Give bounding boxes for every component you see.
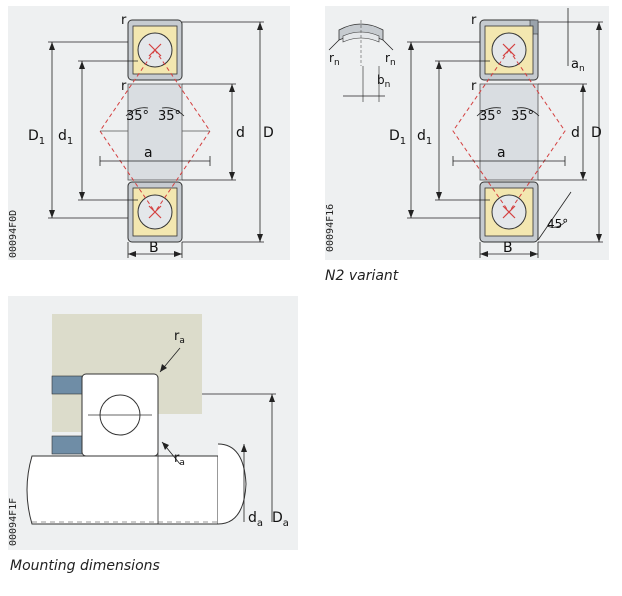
label-d: d <box>236 125 245 141</box>
figure-mounting-dimensions: ra ra da Da <box>8 296 298 550</box>
label-angle-left: 35° <box>479 109 502 124</box>
label-d: d <box>571 125 580 141</box>
label-bn: bn <box>377 73 390 90</box>
inner-ring-bore <box>479 83 539 181</box>
figure2-caption: N2 variant <box>325 268 399 284</box>
shaft <box>26 455 219 525</box>
label-B: B <box>503 240 513 256</box>
label-a: a <box>497 145 506 161</box>
label-r-top: r <box>471 13 477 28</box>
label-an: an <box>571 57 585 74</box>
mounting-drawing: ra ra da Da <box>26 314 289 529</box>
contact-lines <box>452 49 566 213</box>
figure-bearing-section: r r D1 d1 35° 35° a d D B <box>8 6 290 260</box>
bearing-section-drawing: r r D1 d1 35° 35° a d D B <box>28 13 274 258</box>
label-D: D <box>591 125 602 141</box>
seal-bottom <box>51 435 83 455</box>
label-d1: d1 <box>417 128 432 147</box>
label-B: B <box>149 240 159 256</box>
label-Da: Da <box>272 510 289 529</box>
dimension-arrows <box>408 22 602 257</box>
contact-lines <box>99 49 211 213</box>
label-rn-left: rn <box>329 51 340 68</box>
inner-ring-bore <box>127 83 183 181</box>
label-rn-right: rn <box>385 51 396 68</box>
label-D1: D1 <box>389 128 406 147</box>
dimension-lines <box>48 21 264 258</box>
figure3-caption: Mounting dimensions <box>10 558 160 574</box>
ball-bottom-marker <box>148 205 162 219</box>
label-D: D <box>263 125 274 141</box>
label-r-mid: r <box>471 79 477 94</box>
snap-ring-detail <box>328 20 394 102</box>
figure1-code: 00094F0D <box>8 209 19 258</box>
label-angle-right: 35° <box>511 109 534 124</box>
shaft-end <box>217 443 247 525</box>
label-D1: D1 <box>28 128 45 147</box>
label-a: a <box>144 145 153 161</box>
seal-top <box>51 375 83 395</box>
label-d1: d1 <box>58 128 73 147</box>
label-r-top: r <box>121 13 127 28</box>
figure3-code: 00094F1F <box>8 497 19 546</box>
label-r-mid: r <box>121 79 127 94</box>
label-angle-left: 35° <box>126 109 149 124</box>
label-ra-bottom: ra <box>174 451 185 468</box>
label-angle45: 45° <box>547 217 568 231</box>
dimension-lines <box>407 8 603 258</box>
label-ra-top: ra <box>174 329 185 346</box>
housing-shoulder <box>52 414 82 432</box>
dimension-arrows <box>49 22 263 257</box>
n2-variant-drawing: rn rn bn <box>328 8 603 258</box>
figure2-code: 00094F16 <box>325 203 336 252</box>
dimension-arrows <box>160 364 275 452</box>
label-angle-right: 35° <box>158 109 181 124</box>
label-da: da <box>248 510 263 529</box>
figure-n2-variant: rn rn bn <box>325 6 609 260</box>
